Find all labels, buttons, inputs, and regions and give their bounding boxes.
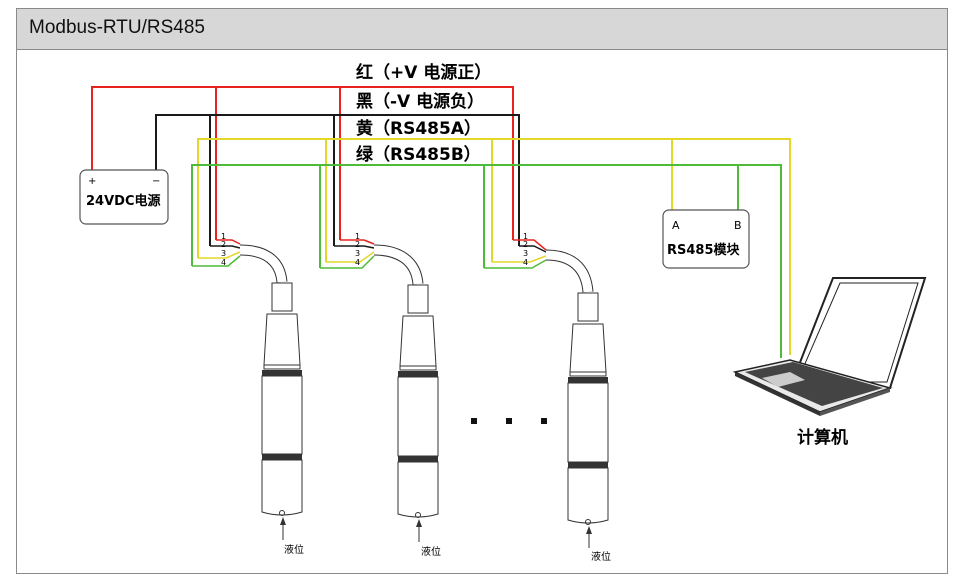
level-label: 液位 <box>421 545 441 558</box>
computer-label: 计算机 <box>797 427 848 448</box>
legend-yellow: 黄（RS485A） <box>356 118 481 139</box>
power-supply: + − 24VDC电源 <box>79 169 169 225</box>
legend-green: 绿（RS485B） <box>356 144 481 165</box>
black-wire <box>155 114 520 246</box>
wire-legend: 红（+V 电源正） 黑（-V 电源负） 黄（RS485A） 绿（RS485B） <box>356 62 491 165</box>
pin-label: 4 <box>221 258 226 267</box>
pin-label: 4 <box>523 258 528 267</box>
wire-bus <box>91 86 791 358</box>
rs485-terminal-a: A <box>672 219 680 232</box>
rs485-terminal-b: B <box>734 219 742 232</box>
green-wire <box>191 164 782 358</box>
pin-label: 2 <box>523 240 528 249</box>
level-label: 液位 <box>284 543 304 556</box>
pin-label: 1 <box>355 232 360 241</box>
page-title: Modbus-RTU/RS485 <box>29 17 206 38</box>
diagram-frame: Modbus-RTU/RS485 <box>16 8 948 574</box>
pin-label: 4 <box>355 258 360 267</box>
legend-black: 黑（-V 电源负） <box>356 91 484 112</box>
legend-red: 红（+V 电源正） <box>356 62 491 83</box>
title-bar: Modbus-RTU/RS485 <box>17 9 947 50</box>
yellow-wire <box>197 138 791 355</box>
pin-label: 1 <box>221 232 226 241</box>
level-sensor-3: 1 2 3 4 液位 <box>484 232 611 563</box>
pin-label: 2 <box>221 240 226 249</box>
pin-label: 1 <box>523 232 528 241</box>
level-label: 液位 <box>591 550 611 563</box>
pin-label: 3 <box>523 249 528 258</box>
power-minus: − <box>152 176 160 187</box>
pin-label: 2 <box>355 240 360 249</box>
rs485-module: A B RS485模块 <box>662 209 750 269</box>
pin-label: 3 <box>221 249 226 258</box>
power-supply-label: 24VDC电源 <box>86 193 160 209</box>
laptop-icon <box>732 277 927 416</box>
pin-label: 3 <box>355 249 360 258</box>
level-sensor-1: 1 2 3 4 液位 <box>192 232 304 556</box>
more-sensors-ellipsis <box>471 418 547 424</box>
level-sensor-2: 1 2 3 4 液位 <box>320 232 441 558</box>
power-plus: + <box>88 176 96 187</box>
rs485-module-label: RS485模块 <box>667 242 741 258</box>
red-wire <box>91 86 514 240</box>
